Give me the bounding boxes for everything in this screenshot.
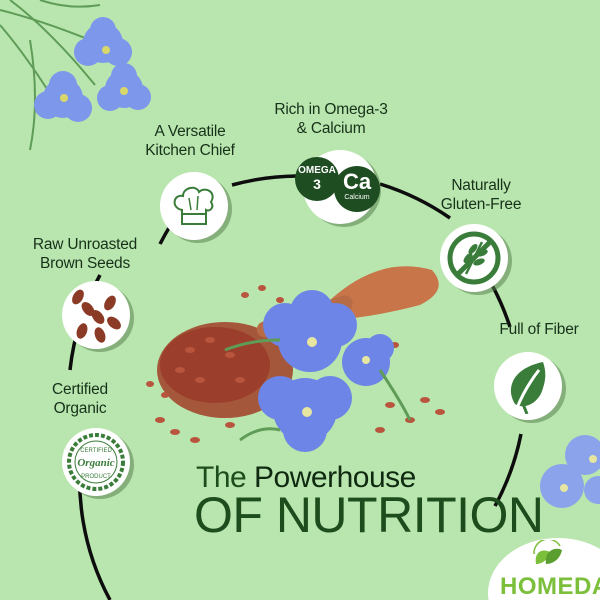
- svg-text:PRODUCT: PRODUCT: [81, 474, 111, 480]
- brand-leaf-icon: [533, 540, 562, 564]
- svg-text:Organic: Organic: [77, 457, 114, 469]
- fiber-badge: [494, 352, 562, 420]
- flax-seed-pile: [160, 327, 270, 403]
- leaf-icon: [510, 362, 546, 414]
- flax-flowers-bottom-right: [540, 435, 600, 508]
- feature-label-gluten: Naturally Gluten-Free: [440, 177, 522, 213]
- organic-seal-icon: CERTIFIED Organic PRODUCT: [67, 433, 125, 491]
- chef-hat-badge: [160, 172, 228, 240]
- headline-line-1: The Powerhouse: [196, 461, 416, 494]
- feature-label-seeds: Raw Unroasted Brown Seeds: [32, 236, 138, 272]
- svg-text:CERTIFIED: CERTIFIED: [80, 448, 112, 454]
- flower-1: [34, 17, 151, 122]
- flax-flowers-top-left-icon: [0, 0, 101, 151]
- feature-label-fiber: Full of Fiber: [499, 321, 579, 338]
- scattered-seeds: [146, 285, 445, 443]
- gluten-free-badge: [440, 224, 508, 292]
- organic-badge: CERTIFIED Organic PRODUCT: [62, 428, 130, 496]
- seeds-icon: [72, 289, 121, 343]
- feature-label-chef: A Versatile Kitchen Chief: [145, 123, 235, 159]
- omega-3-icon: OMEGA 3: [295, 157, 339, 201]
- feature-label-omega: Rich in Omega-3 & Calcium: [274, 101, 388, 137]
- feature-label-organic: Certified Organic: [52, 381, 108, 417]
- brand-name: HOMEDA: [500, 573, 600, 600]
- chef-hat-icon: [173, 186, 214, 225]
- headline-line-2: OF NUTRITION: [194, 487, 544, 543]
- seeds-badge: [62, 281, 130, 349]
- calcium-icon: Ca Calcium: [334, 166, 380, 212]
- gluten-free-icon: [447, 231, 501, 285]
